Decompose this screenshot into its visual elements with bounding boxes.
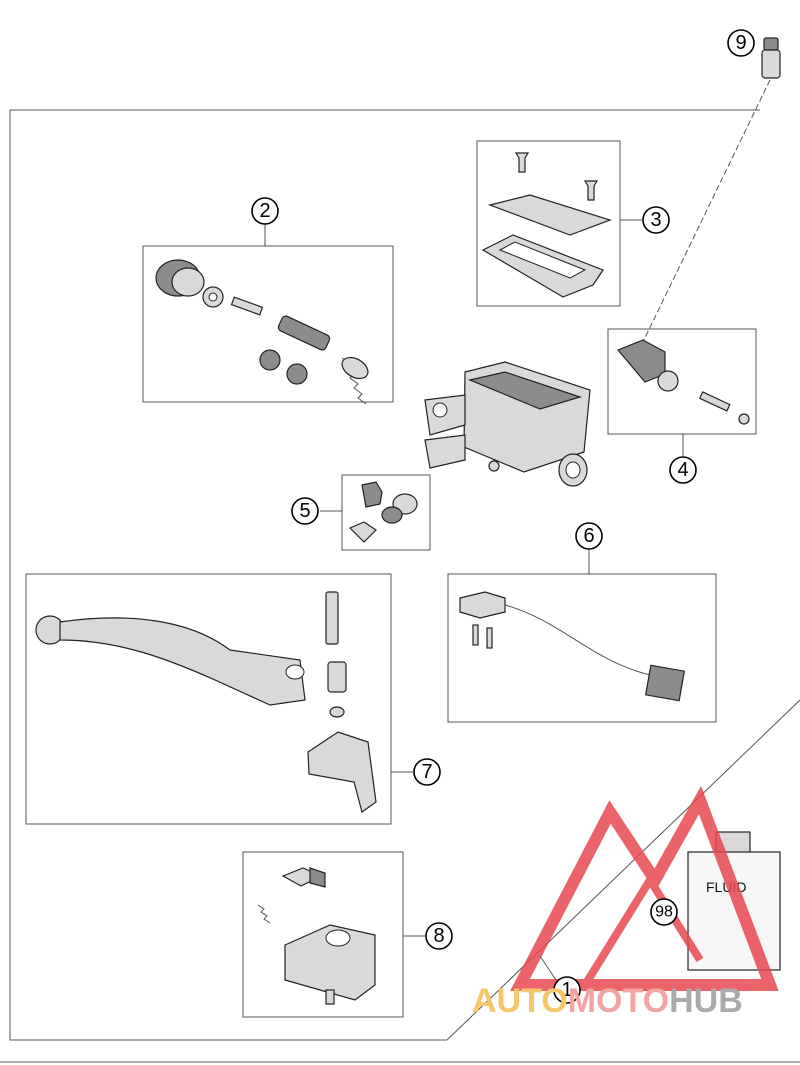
svg-text:9: 9 <box>735 32 746 54</box>
callout-9: 9 <box>727 29 755 57</box>
cover-screw <box>514 152 530 173</box>
group-5-box <box>341 474 431 551</box>
adjuster-knob <box>361 481 383 508</box>
lever-holder <box>307 731 377 813</box>
callout-2: 2 <box>251 197 279 225</box>
group-7-lever <box>25 573 413 825</box>
group-8-clamp <box>242 851 425 1018</box>
spring <box>341 356 369 405</box>
svg-text:2: 2 <box>259 200 270 222</box>
lever-bolt <box>325 591 339 645</box>
svg-text:7: 7 <box>421 761 432 783</box>
callout-4: 4 <box>669 456 697 484</box>
group-2-box <box>142 245 394 403</box>
switch-connector <box>644 664 686 702</box>
piston <box>277 315 331 351</box>
svg-text:1: 1 <box>561 979 572 1001</box>
assembly-frame <box>9 109 760 1041</box>
callout-1: 1 <box>553 976 581 1004</box>
group-4-box <box>607 328 757 435</box>
watermark-moto: MOTO <box>568 982 669 1020</box>
callout-7: 7 <box>413 758 441 786</box>
clamp-body <box>284 924 376 1001</box>
reservoir-cap <box>487 194 612 236</box>
pin <box>230 296 264 316</box>
switch-screw <box>472 624 479 646</box>
pivot-pin <box>698 391 731 412</box>
group-3-box <box>476 140 621 307</box>
adjuster-screw <box>348 521 377 543</box>
group-2-piston-kit <box>142 224 394 405</box>
watermark-logo <box>510 785 779 991</box>
bottle-body <box>687 851 781 971</box>
group-3-reservoir-cover <box>476 140 642 307</box>
callout-98: 98 <box>650 898 678 926</box>
callout-5: 5 <box>291 497 319 525</box>
cover-screw-2 <box>583 180 599 201</box>
svg-text:4: 4 <box>677 459 688 481</box>
lever-bushing <box>327 661 347 693</box>
assembly-frame-diagonal <box>446 699 800 1041</box>
master-cylinder-body <box>424 361 591 487</box>
brake-switch <box>459 591 506 619</box>
brake-lever <box>59 617 306 706</box>
watermark-text: AUTOMOTOHUB <box>472 982 743 1020</box>
switch-screw-2 <box>486 627 493 649</box>
brake-fluid-bottle: FLUID <box>687 831 781 971</box>
svg-text:98: 98 <box>655 904 673 921</box>
seal-ring-2 <box>286 363 308 385</box>
svg-text:6: 6 <box>583 525 594 547</box>
lever-nut <box>329 706 345 718</box>
pivot-block <box>617 339 666 383</box>
callout-8: 8 <box>425 922 453 950</box>
small-washer <box>738 413 750 425</box>
callout-6: 6 <box>575 522 603 550</box>
group-6-box <box>447 573 717 723</box>
callout-3: 3 <box>642 206 670 234</box>
svg-text:8: 8 <box>433 925 444 947</box>
group-4-pivot <box>607 328 757 456</box>
group-6-switch <box>447 550 717 723</box>
svg-text:3: 3 <box>650 209 661 231</box>
banjo-bolt <box>761 37 781 79</box>
seal-ring <box>259 349 281 371</box>
watermark-hub: HUB <box>669 982 743 1020</box>
clamp-bolt <box>325 989 335 1005</box>
bolt-guide-line <box>639 79 771 349</box>
group-7-box <box>25 573 392 825</box>
svg-text:5: 5 <box>299 500 310 522</box>
clamp-spring <box>257 904 271 924</box>
switch-cable <box>504 604 651 676</box>
group-8-box <box>242 851 404 1018</box>
watermark-auto: AUTO <box>472 982 568 1020</box>
group-5-adjuster <box>320 474 431 551</box>
